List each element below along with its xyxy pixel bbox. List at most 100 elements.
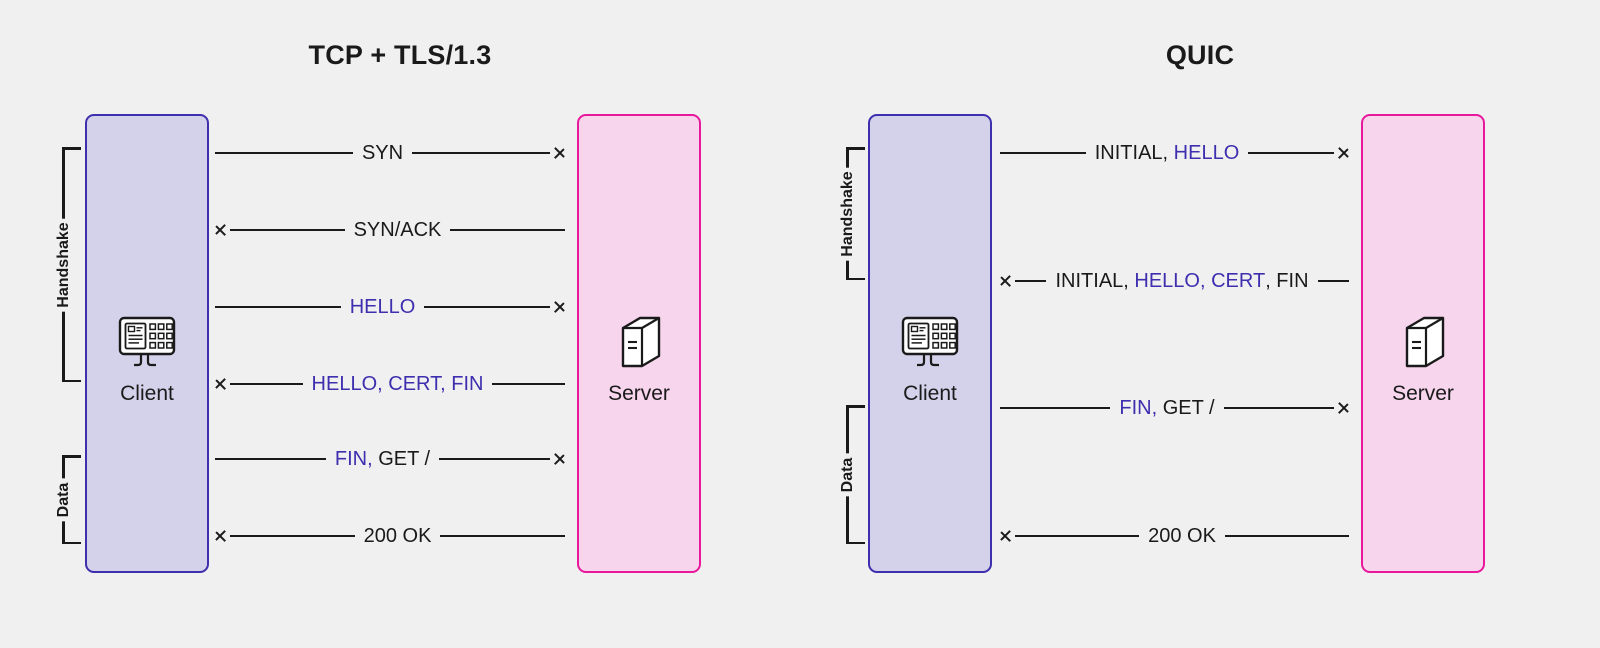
bracket-arm-bottom <box>846 541 865 544</box>
endpoint-content: Client <box>870 314 990 406</box>
arrow-line <box>439 457 551 461</box>
server-label-quic: Server <box>1392 382 1454 405</box>
message-label: 200 OK <box>1139 526 1225 546</box>
monitor-icon <box>901 316 959 367</box>
server-label-tcp: Server <box>608 382 670 405</box>
arrow-line <box>215 305 341 309</box>
arrow-line <box>412 151 550 155</box>
message-arrow: INITIAL, HELLO <box>1000 136 1349 170</box>
message-token: GET / <box>1157 397 1215 419</box>
arrow-line <box>1317 279 1350 283</box>
arrow-line <box>215 151 353 155</box>
bracket-label-handshake: Handshake <box>837 166 859 261</box>
bracket-arm-bottom <box>62 379 81 382</box>
arrowhead-left-icon <box>1000 272 1015 290</box>
message-token: HELLO <box>349 296 416 318</box>
endpoint-client-quic: Client <box>868 114 992 573</box>
message-arrow: FIN, GET / <box>1000 391 1349 425</box>
server-icon <box>1405 316 1445 368</box>
message-arrow: SYN <box>215 136 565 170</box>
bracket-label-data: Data <box>837 453 859 496</box>
bracket-data-tcp: Data <box>42 455 86 544</box>
endpoint-content: Client <box>87 314 207 406</box>
message-arrow: HELLO <box>215 290 565 324</box>
arrowhead-right-icon <box>550 144 565 162</box>
bracket-data-quic: Data <box>826 405 870 544</box>
arrowhead-left-icon <box>1000 527 1015 545</box>
message-token: HELLO, CERT, FIN <box>311 373 484 395</box>
bracket-arm-top <box>62 147 81 150</box>
message-token: HELLO, CERT <box>1128 270 1266 292</box>
arrow-line <box>230 534 355 538</box>
panel-title-tcp-tls: TCP + TLS/1.3 <box>308 40 492 70</box>
arrowhead-right-icon <box>550 298 565 316</box>
arrow-line <box>492 382 565 386</box>
message-arrow: INITIAL, HELLO, CERT, FIN <box>1000 264 1350 298</box>
arrow-line <box>1000 406 1111 410</box>
panel-quic: QUIC Handshake Data <box>800 0 1600 648</box>
panel-title-quic: QUIC <box>1165 40 1235 70</box>
message-label: SYN <box>353 143 412 163</box>
message-label: 200 OK <box>355 526 441 546</box>
bracket-handshake-tcp: Handshake <box>42 147 86 382</box>
message-label: FIN, GET / <box>1110 398 1223 418</box>
server-icon <box>621 316 661 368</box>
arrow-line <box>450 228 565 232</box>
endpoint-content: Server <box>1363 314 1483 406</box>
message-label: INITIAL, HELLO <box>1086 143 1249 163</box>
message-arrow: FIN, GET / <box>215 442 565 476</box>
bracket-arm-bottom <box>846 277 865 280</box>
message-label: INITIAL, HELLO, CERT, FIN <box>1046 271 1317 291</box>
bracket-handshake-quic: Handshake <box>826 147 870 280</box>
arrowhead-right-icon <box>1334 144 1349 162</box>
message-token: SYN/ACK <box>353 219 442 241</box>
endpoint-content: Server <box>579 314 699 406</box>
arrowhead-left-icon <box>215 375 230 393</box>
message-arrow: 200 OK <box>215 519 566 553</box>
message-token: 200 OK <box>363 525 432 547</box>
bracket-arm-top <box>846 147 865 150</box>
endpoint-server-quic: Server <box>1361 114 1485 573</box>
message-label: HELLO, CERT, FIN <box>303 374 493 394</box>
message-label: HELLO <box>341 297 425 317</box>
endpoint-server-tcp: Server <box>577 114 701 573</box>
arrow-line <box>1223 406 1335 410</box>
arrow-line <box>215 457 326 461</box>
message-token: , FIN <box>1265 270 1309 292</box>
arrow-line <box>230 382 303 386</box>
message-token: INITIAL, <box>1094 142 1169 164</box>
endpoint-client-tcp: Client <box>85 114 209 573</box>
message-token: GET / <box>372 448 431 470</box>
message-token: FIN, <box>1119 397 1158 419</box>
arrowhead-left-icon <box>215 527 230 545</box>
bracket-label-handshake: Handshake <box>53 217 75 312</box>
bracket-arm-top <box>62 455 81 458</box>
arrowhead-right-icon <box>1334 399 1349 417</box>
arrow-line <box>440 534 566 538</box>
client-label-tcp: Client <box>120 382 174 405</box>
arrow-line <box>230 228 345 232</box>
message-arrow: HELLO, CERT, FIN <box>215 367 565 401</box>
message-arrow: SYN/ACK <box>215 213 565 247</box>
message-token: 200 OK <box>1148 525 1216 547</box>
message-label: FIN, GET / <box>326 449 439 469</box>
message-token: HELLO <box>1168 142 1240 164</box>
bracket-label-data: Data <box>53 478 75 521</box>
bracket-arm-top <box>846 405 865 408</box>
arrowhead-right-icon <box>550 450 565 468</box>
message-token: INITIAL, <box>1055 270 1129 292</box>
arrowhead-left-icon <box>215 221 230 239</box>
arrow-line <box>1248 151 1335 155</box>
arrow-line <box>1015 534 1140 538</box>
arrow-line <box>1015 279 1047 283</box>
message-arrow: 200 OK <box>1000 519 1350 553</box>
arrow-line <box>1000 151 1086 155</box>
message-token: FIN, <box>334 448 373 470</box>
bracket-arm-bottom <box>62 541 81 544</box>
monitor-icon <box>118 316 176 367</box>
message-token: SYN <box>361 142 404 164</box>
message-label: SYN/ACK <box>345 220 451 240</box>
client-label-quic: Client <box>903 382 957 405</box>
panel-tcp-tls: TCP + TLS/1.3 Handshake Data <box>0 0 800 648</box>
